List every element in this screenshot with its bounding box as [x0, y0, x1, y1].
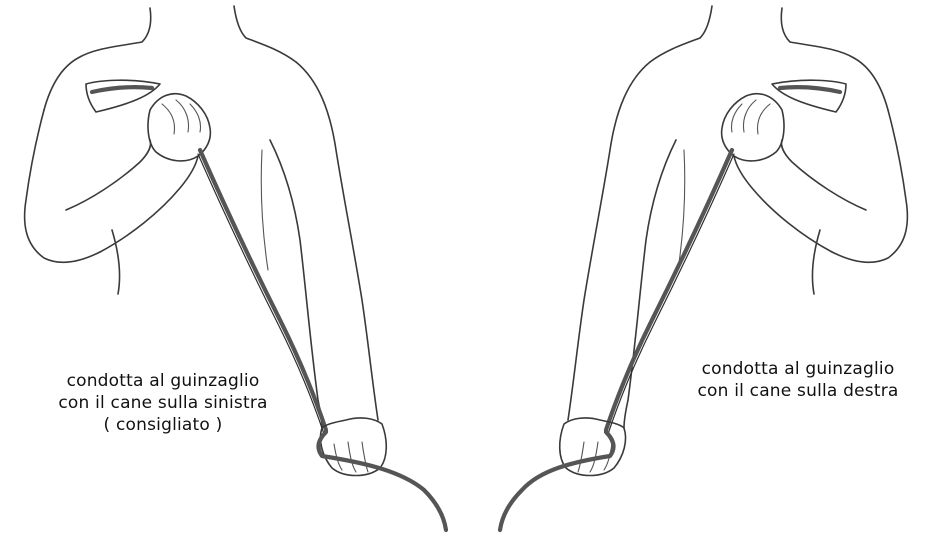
right-figure-neck-outline — [781, 8, 888, 110]
caption-right-line-1: condotta al guinzaglio — [668, 358, 928, 380]
caption-left-line-3: ( consigliato ) — [18, 414, 308, 436]
left-figure-right-neck — [234, 6, 296, 62]
caption-right-line-2: con il cane sulla destra — [668, 380, 928, 402]
figure-right-dog-on-right — [500, 6, 907, 530]
caption-left-line-1: condotta al guinzaglio — [18, 370, 308, 392]
right-figure-hanging-arm-outer — [568, 62, 650, 420]
left-figure-armpit-line — [112, 230, 120, 294]
left-figure-bent-arm-upper — [25, 110, 100, 262]
caption-dog-on-left: condotta al guinzaglio con il cane sulla… — [18, 370, 308, 436]
left-figure-leash-loop — [86, 80, 160, 112]
left-figure-leash-loop-band — [92, 87, 152, 92]
left-figure-torso-line — [261, 150, 268, 270]
right-figure-leash-loop-band — [780, 87, 840, 92]
right-figure-left-neck — [650, 6, 712, 62]
right-figure-leash-loop — [772, 80, 846, 112]
figure-left-dog-on-left — [25, 6, 446, 530]
left-figure-hanging-arm-outer — [296, 62, 378, 420]
right-figure-upper-hand-fingers — [731, 100, 770, 134]
left-figure-upper-hand-fingers — [162, 100, 201, 134]
right-figure-armpit-line — [812, 230, 820, 294]
right-figure-leash-to-dog — [500, 432, 613, 530]
caption-left-line-2: con il cane sulla sinistra — [18, 392, 308, 414]
left-figure-bent-arm-inner — [66, 140, 151, 210]
left-figure-leash-to-dog — [319, 432, 446, 530]
right-figure-bent-arm-upper — [832, 110, 907, 262]
right-figure-bent-arm-inner — [781, 140, 866, 210]
left-figure-neck-outline — [44, 8, 151, 110]
caption-dog-on-right: condotta al guinzaglio con il cane sulla… — [668, 358, 928, 402]
